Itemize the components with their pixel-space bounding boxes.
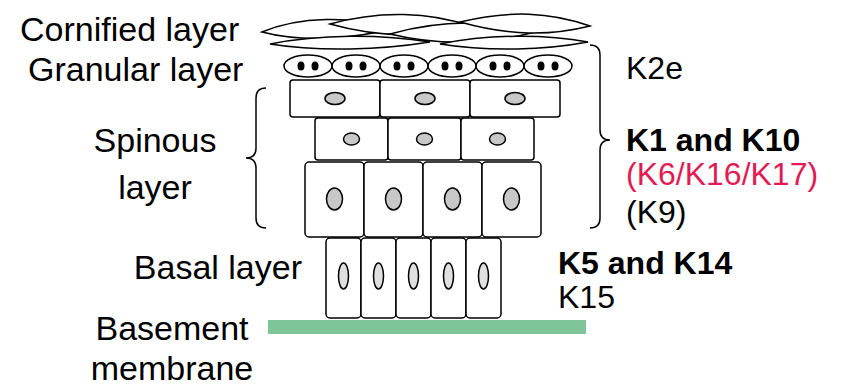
keratin-label: K1 and K10 bbox=[626, 121, 846, 159]
granular-cells bbox=[284, 55, 572, 77]
layer-name: Basal layer bbox=[80, 247, 302, 288]
basal-cells bbox=[326, 238, 501, 318]
basement-membrane-bar bbox=[268, 320, 586, 334]
layer-name: Cornified layer bbox=[20, 9, 260, 50]
keratin-label: (K9) bbox=[626, 193, 846, 231]
layer-name: Granular layer bbox=[28, 49, 268, 90]
cornified-cells bbox=[262, 14, 590, 49]
membrane-name: Basement membrane bbox=[72, 308, 272, 388]
suprabasal-brace bbox=[590, 45, 610, 228]
spinous-brace bbox=[246, 88, 266, 228]
keratin-label: K5 and K14 bbox=[558, 244, 808, 282]
spinous-cells bbox=[290, 80, 560, 237]
keratin-label: K2e bbox=[626, 49, 846, 87]
keratin-label: (K6/K16/K17) bbox=[626, 155, 850, 193]
keratin-label: K15 bbox=[558, 278, 808, 316]
layer-name: Spinous layer bbox=[85, 117, 225, 211]
